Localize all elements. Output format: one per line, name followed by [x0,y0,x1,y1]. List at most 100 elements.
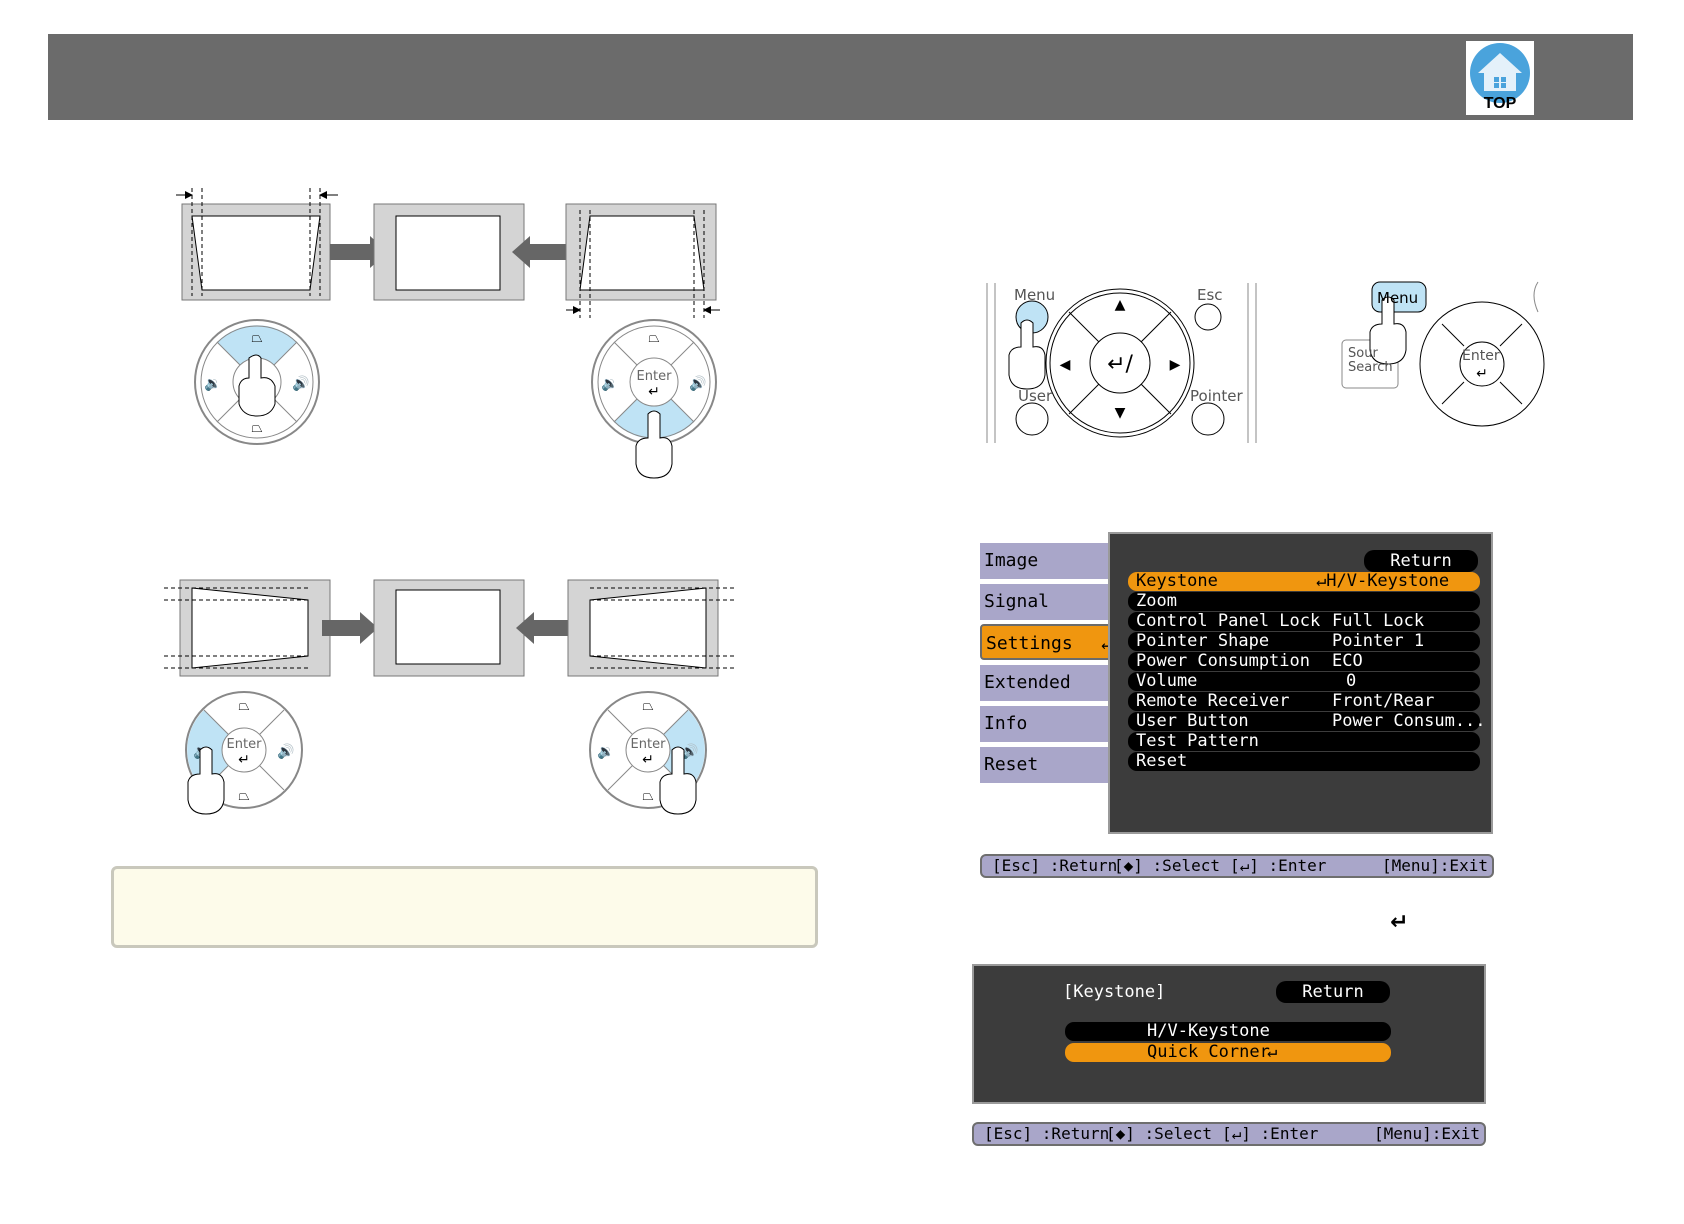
enter-label: Enter [637,369,673,384]
horizontal-keystone-diagram [164,579,734,677]
menu-item-volume[interactable]: Volume 0 [1128,672,1480,691]
menu-item-label: Zoom [1136,591,1177,611]
enter-icon: ↵ [1101,633,1112,654]
footer-select: [◆] :Select [1114,856,1220,875]
menu-item-value: Full Lock [1332,611,1425,631]
hand-icon [635,410,673,479]
enter-icon: ↵ [1476,366,1488,382]
menu-item-label: User Button [1136,711,1249,731]
volume-up-icon: 🔊 [292,374,309,392]
enter-icon: ↵ [1231,1124,1242,1143]
panel-source-search-label: Sour Search [1348,346,1393,375]
menu-item-label: Test Pattern [1136,731,1259,751]
tab-settings[interactable]: Settings ↵ [980,624,1120,660]
enter-icon: ↵ [1267,1042,1278,1062]
panel-enter-label: Enter [1462,348,1500,364]
enter-icon: ↵ [1390,910,1409,935]
hand-icon [1369,296,1407,365]
menu-item-value: ECO [1332,651,1363,671]
top-home-button[interactable]: TOP [1466,41,1534,115]
enter-icon: ↵ [648,384,660,400]
volume-down-icon: 🔉 [204,376,221,392]
header-bar [48,34,1633,120]
hand-icon [659,746,697,815]
footer-esc: [Esc] :Return [984,1124,1110,1143]
tab-settings-label: Settings [986,633,1073,654]
menu-item-power-consumption[interactable]: Power Consumption ECO [1128,652,1480,671]
keystone-footer: [Esc] :Return [◆] :Select [↵] :Enter [Me… [972,1122,1486,1146]
keystone-option-quick-corner[interactable]: Quick Corner ↵ [1065,1043,1391,1062]
volume-down-icon: 🔉 [601,376,618,392]
keystone-up-icon: ⏢ [648,330,659,346]
control-panel-illustration: ↵ [1341,281,1545,427]
tab-info[interactable]: Info [980,706,1110,742]
up-down-icon: ◆ [1115,1124,1126,1143]
tab-signal[interactable]: Signal [980,584,1110,620]
menu-item-label: Keystone [1136,571,1218,591]
remote-user-label: User [1018,387,1053,405]
menu-footer: [Esc] :Return [◆] :Select [↵] :Enter [Me… [980,854,1494,878]
remote-control-illustration: ▲ ▼ ◀ ▶ ↵/ [986,283,1257,443]
menu-item-value: Front/Rear [1332,691,1435,711]
vertical-keystone-diagram [176,188,720,318]
keystone-option-label: Quick Corner [1147,1042,1270,1062]
menu-item-value: Pointer 1 [1332,631,1425,651]
keystone-return-button[interactable]: Return [1276,981,1390,1003]
remote-menu-label: Menu [1014,286,1056,304]
panel-menu-label: Menu [1377,289,1419,307]
menu-item-remote-receiver[interactable]: Remote Receiver Front/Rear [1128,692,1480,711]
menu-item-label: Volume [1136,671,1198,691]
down-arrow-icon: ▼ [1115,405,1126,421]
menu-item-keystone[interactable]: Keystone ↵H/V-Keystone [1128,572,1480,591]
keypad-top-pressed: ⏢ ⏢ 🔉 🔊 [194,319,320,445]
menu-item-value: ↵H/V-Keystone [1316,571,1450,591]
note-box [111,866,818,948]
menu-item-label: Control Panel Lock [1136,611,1321,631]
menu-item-user-button[interactable]: User Button Power Consum... [1128,711,1486,731]
keypad-bottom-pressed: Enter ↵ ⏢ ⏢ 🔉 🔊 [591,319,717,479]
menu-item-reset[interactable]: Reset [1128,752,1480,771]
menu-item-control-panel-lock[interactable]: Control Panel Lock Full Lock [1128,612,1480,631]
keystone-option-label: H/V-Keystone [1147,1021,1270,1041]
tab-image[interactable]: Image [980,543,1110,579]
menu-item-value: 0 [1346,671,1357,691]
keypad-right-pressed: Enter ↵ ⏢ ⏢ 🔉 🔊 [589,691,707,815]
footer-enter: [↵] :Enter [1230,856,1327,875]
volume-down-icon: 🔉 [597,744,614,760]
hand-icon [238,354,276,417]
keystone-option-hv[interactable]: H/V-Keystone [1065,1022,1391,1041]
footer-esc: [Esc] :Return [992,856,1118,875]
right-arrow-icon: ▶ [1170,357,1181,373]
left-arrow-icon: ◀ [1060,357,1071,373]
enter-icon: ↵ [1239,856,1250,875]
keystone-title: [Keystone] [1063,982,1166,1002]
top-label: TOP [1483,95,1517,112]
footer-menu: [Menu]:Exit [1374,1124,1480,1143]
hand-icon [1008,319,1046,390]
menu-item-test-pattern[interactable]: Test Pattern [1128,732,1480,751]
enter-icon: ↵ [642,752,654,768]
menu-item-pointer-shape[interactable]: Pointer Shape Pointer 1 [1128,632,1480,651]
keystone-up-icon: ⏢ [251,330,262,346]
enter-label: Enter [631,737,667,752]
menu-item-label: Power Consumption [1136,651,1310,671]
volume-up-icon: 🔊 [277,742,294,760]
house-icon [1478,53,1522,91]
menu-item-value: Power Consum... [1332,711,1486,731]
footer-enter: [↵] :Enter [1222,1124,1319,1143]
hand-icon [187,746,225,815]
volume-up-icon: 🔊 [681,742,698,760]
menu-item-zoom[interactable]: Zoom [1128,592,1480,611]
enter-icon: ↵ [238,752,250,768]
up-arrow-icon: ▲ [1115,297,1126,313]
return-button[interactable]: Return [1364,550,1478,572]
keystone-up-icon: ⏢ [238,698,249,714]
keystone-down-icon: ⏢ [642,788,653,804]
remote-esc-label: Esc [1197,286,1223,304]
tab-extended[interactable]: Extended [980,665,1110,701]
volume-up-icon: 🔊 [689,374,706,392]
enter-icon: ↵/ [1107,352,1133,377]
keystone-down-icon: ⏢ [251,420,262,436]
tab-reset[interactable]: Reset [980,747,1110,783]
keystone-down-icon: ⏢ [238,788,249,804]
